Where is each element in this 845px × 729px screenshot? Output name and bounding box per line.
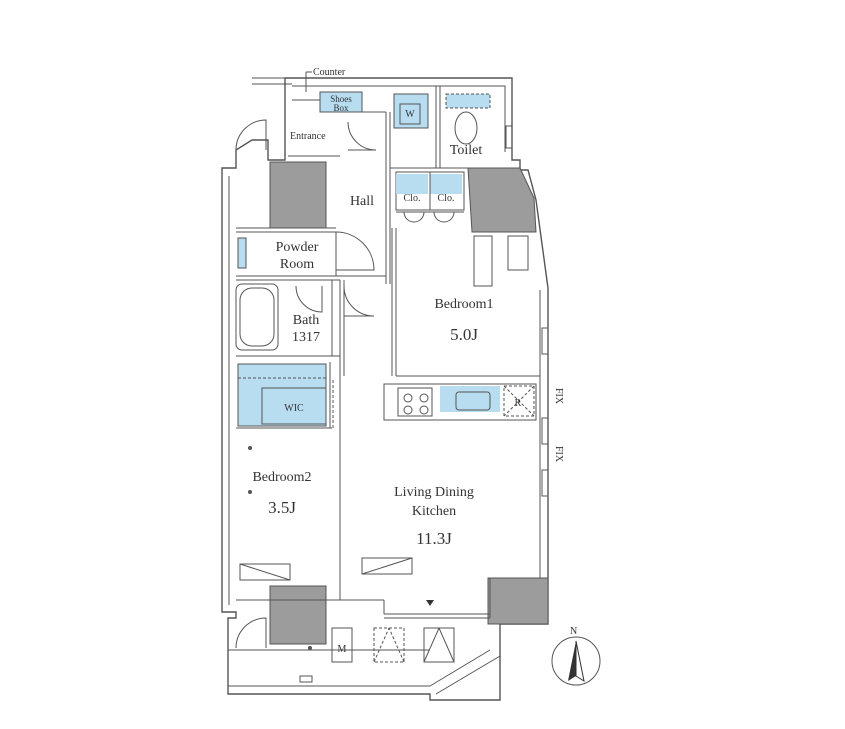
counter-label: Counter xyxy=(313,67,346,78)
powder-room-label-2: Room xyxy=(280,257,314,272)
ldk-label-1: Living Dining xyxy=(394,485,474,500)
shoes-box-label-1: Shoes xyxy=(330,94,352,104)
column-upper-left xyxy=(269,161,327,229)
hall-label: Hall xyxy=(350,194,374,209)
refrigerator-space xyxy=(503,385,535,417)
toilet-tank xyxy=(445,93,491,109)
doors xyxy=(235,119,455,649)
stove xyxy=(397,387,433,417)
north-compass: N xyxy=(551,626,601,686)
bedroom1-size: 5.0J xyxy=(450,325,478,344)
compass-ring xyxy=(551,636,601,686)
entry-marker xyxy=(426,600,434,606)
washer-label: W xyxy=(405,109,415,120)
closet1-label: Clo. xyxy=(404,193,421,204)
ldk-size: 11.3J xyxy=(416,529,452,548)
bath-label-2: 1317 xyxy=(292,330,320,345)
compass-arrow-right xyxy=(575,640,585,683)
windows xyxy=(505,125,549,497)
compass-arrow-left xyxy=(568,641,576,681)
bedroom2-size: 3.5J xyxy=(268,498,296,517)
bath-label-1: Bath xyxy=(293,313,319,328)
bedroom1-name: Bedroom1 xyxy=(434,297,493,312)
north-label: N xyxy=(570,626,577,637)
powder-sink xyxy=(237,237,247,269)
refrigerator-label: R xyxy=(515,398,522,409)
closet2-label: Clo. xyxy=(438,193,455,204)
bathtub-inner xyxy=(239,287,275,347)
kitchen-counter xyxy=(383,383,537,421)
ldk-label-2: Kitchen xyxy=(412,504,456,519)
shoes-box xyxy=(319,91,363,113)
entrance-label: Entrance xyxy=(290,131,326,142)
fix-label-2: FIX xyxy=(553,446,564,463)
fixtures xyxy=(235,91,537,663)
column-lower-right xyxy=(487,577,549,625)
bedroom2-name: Bedroom2 xyxy=(252,470,311,485)
fix-labels: FIX FIX xyxy=(553,388,564,463)
kitchen-sink xyxy=(455,391,491,411)
wic-shelf xyxy=(237,363,327,427)
room-labels: Counter Shoes Box W Entrance Toilet Hall… xyxy=(252,67,521,655)
shoes-box-label-2: Box xyxy=(333,103,349,113)
wic-label: WIC xyxy=(284,403,304,414)
closet1-fill xyxy=(396,174,428,194)
toilet-bowl xyxy=(454,111,478,145)
column-balcony-left xyxy=(269,585,327,645)
meter-box xyxy=(331,627,353,663)
fix-label-1: FIX xyxy=(553,388,564,405)
meter-label: M xyxy=(338,644,347,655)
column-upper-right xyxy=(467,167,537,233)
toilet-label: Toilet xyxy=(450,143,483,158)
kitchen-sink-area xyxy=(440,386,500,412)
closet2-fill xyxy=(430,174,462,194)
wic-inner xyxy=(261,387,327,425)
bathtub-outer xyxy=(235,283,279,351)
structural-columns xyxy=(269,161,549,645)
powder-room-label-1: Powder xyxy=(276,240,319,255)
interior-walls xyxy=(228,86,540,695)
